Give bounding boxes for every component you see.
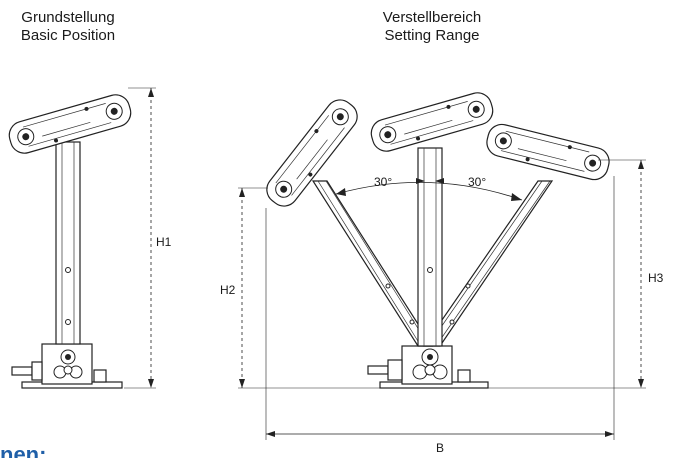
b-label: B	[436, 441, 444, 455]
setting-range-stand	[260, 88, 613, 389]
b-dimension	[265, 176, 615, 440]
basic-position-caption-de: Grundstellung	[21, 9, 114, 26]
angle-arc	[335, 178, 523, 201]
h3-label: H3	[648, 271, 664, 285]
head-tilted-right	[483, 120, 613, 184]
h1-dimension	[124, 87, 156, 389]
section-heading: nen:	[0, 442, 46, 458]
column-vertical	[417, 147, 443, 347]
h2-dimension	[238, 187, 380, 389]
setting-range-caption-de: Verstellbereich	[383, 9, 481, 26]
h2-label: H2	[220, 283, 236, 297]
angle-left-label: 30°	[374, 175, 392, 189]
h1-label: H1	[156, 235, 172, 249]
head-tilted-left	[260, 93, 364, 213]
column-tilted-left	[311, 180, 434, 347]
column-tilted-right	[422, 180, 554, 347]
angle-right-label: 30°	[468, 175, 486, 189]
setting-range-caption-en: Setting Range	[384, 27, 479, 44]
basic-position-caption-en: Basic Position	[21, 27, 115, 44]
basic-position-stand	[5, 90, 135, 389]
h3-dimension	[488, 159, 646, 389]
head-vertical	[367, 88, 497, 156]
